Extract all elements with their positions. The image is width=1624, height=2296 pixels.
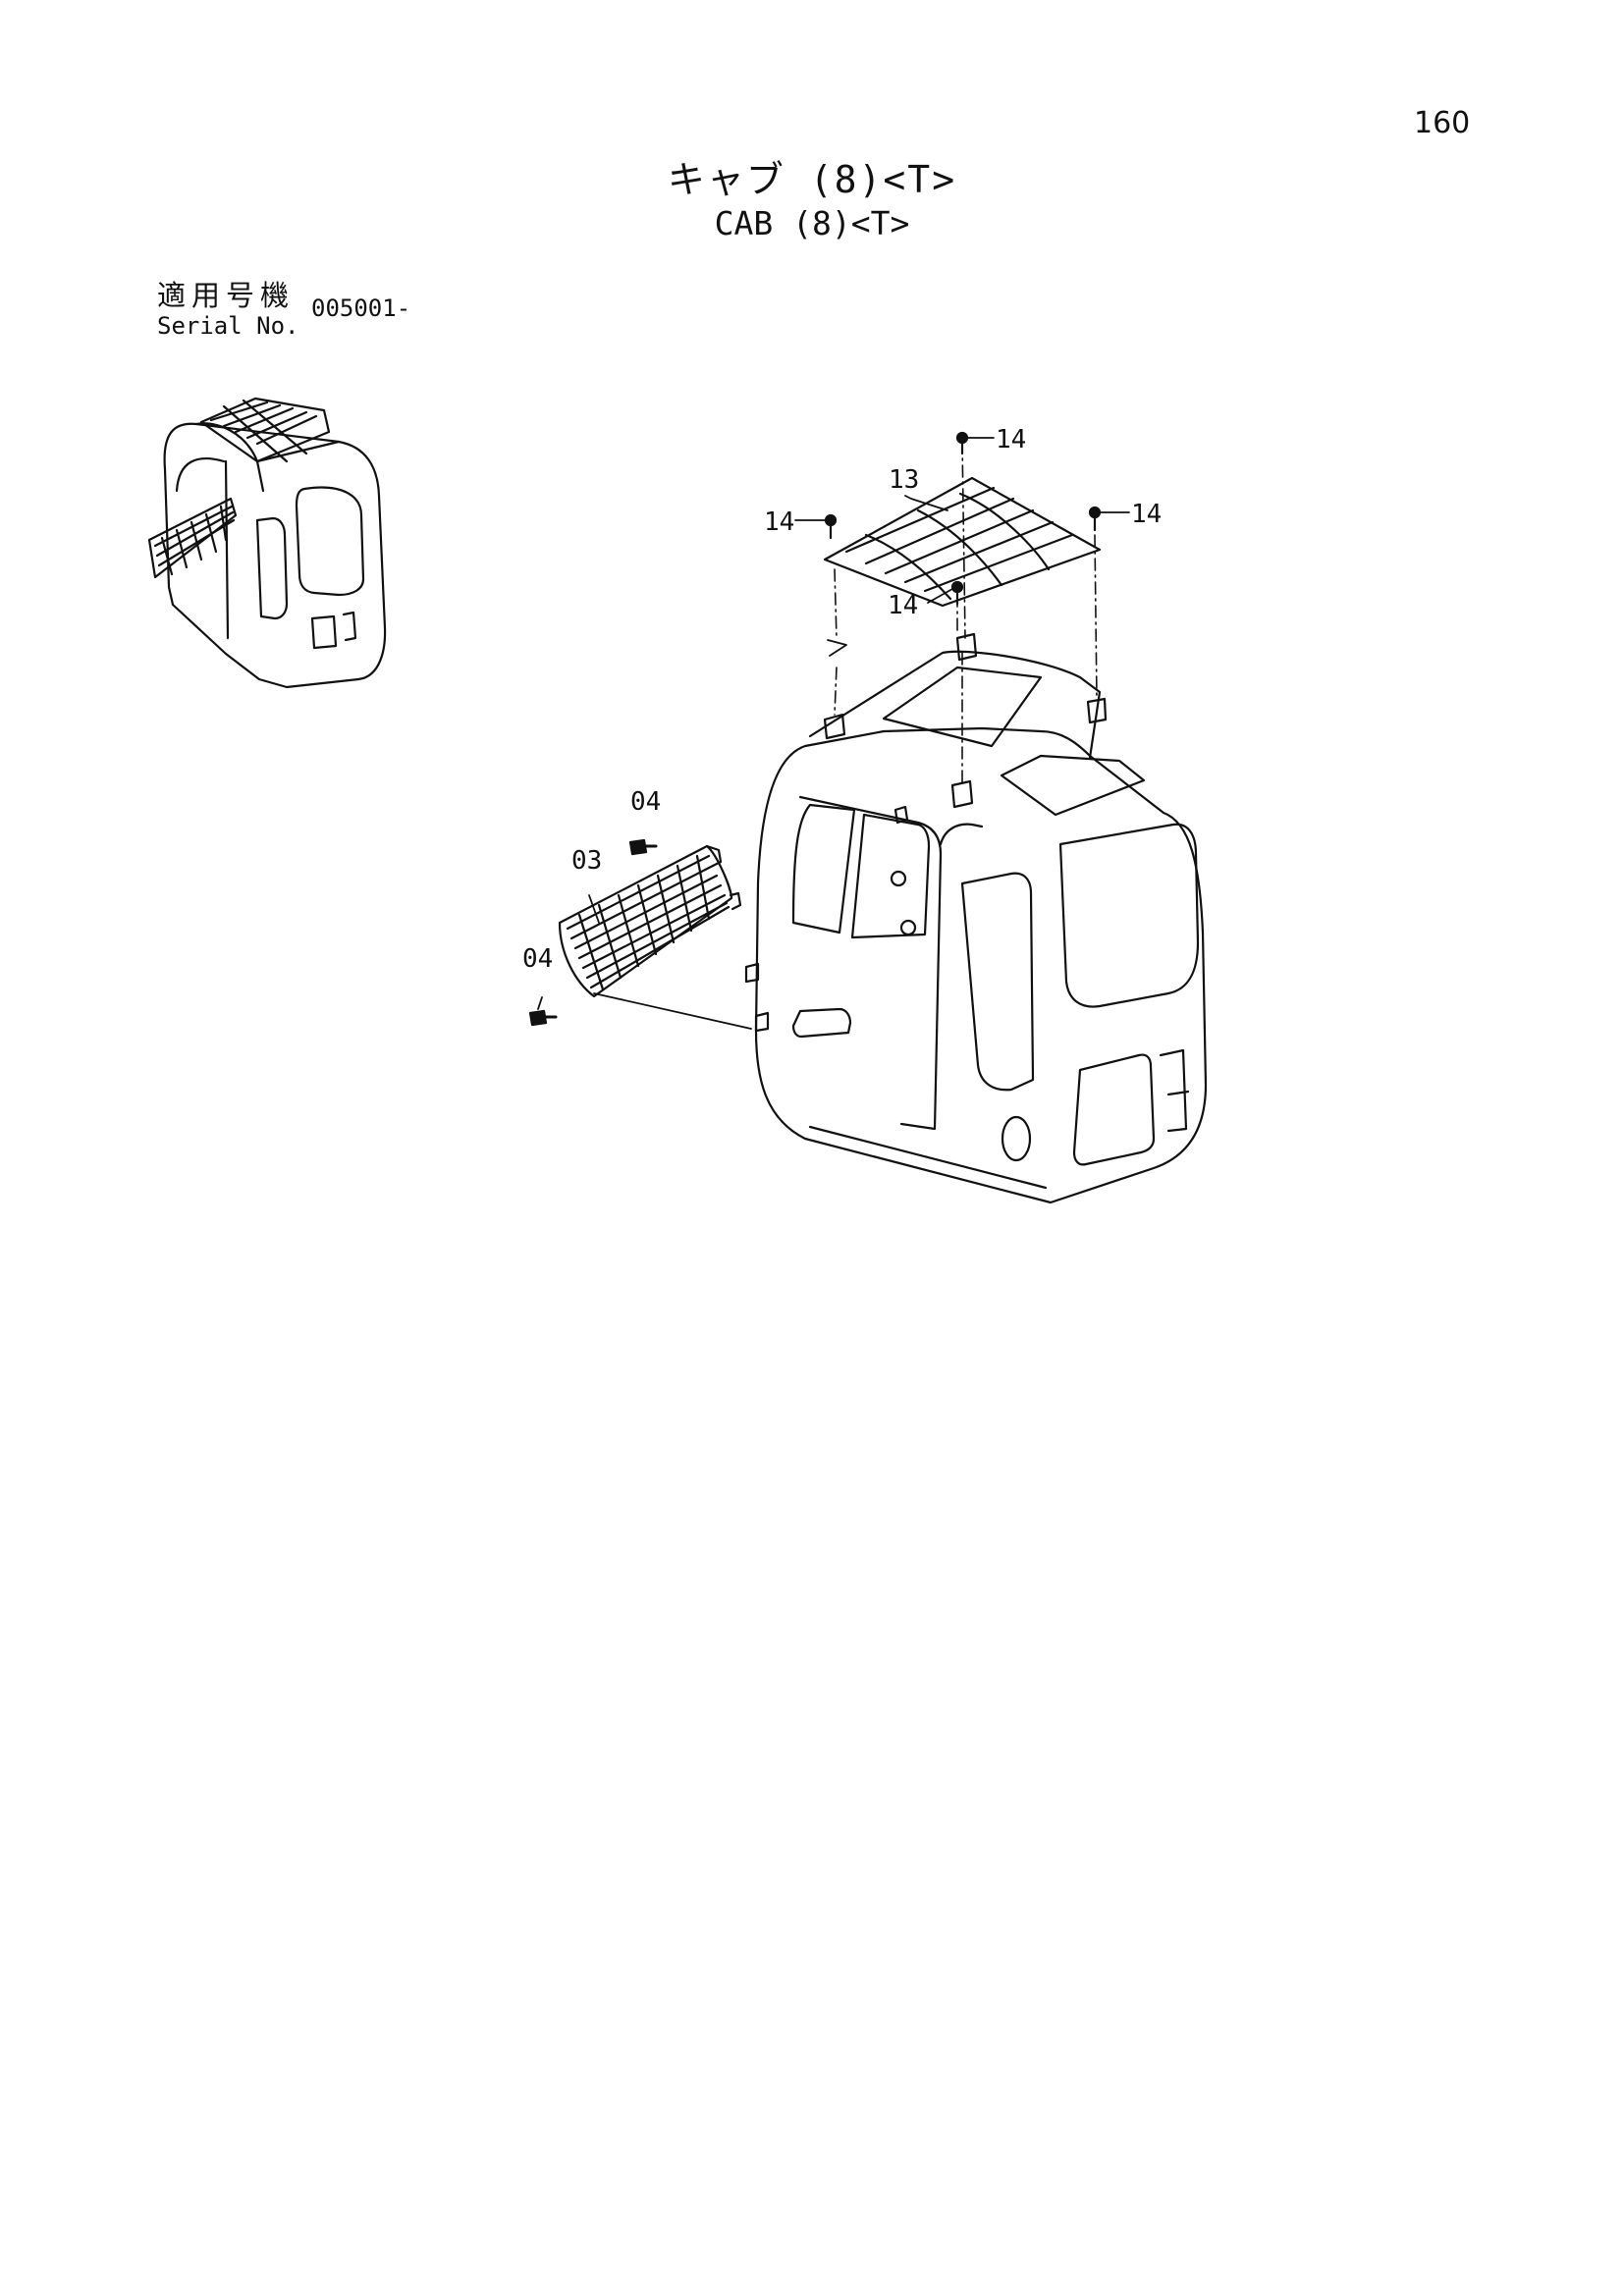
cab-body <box>744 650 1208 1204</box>
page-number: 160 <box>1414 106 1471 140</box>
callout-labels: 14 13 14 14 14 04 03 04 <box>522 425 1162 974</box>
callout-04-top: 04 <box>630 787 661 817</box>
callout-leaders <box>537 437 1130 1030</box>
callout-04-bottom: 04 <box>522 944 553 974</box>
serial-number-value: 005001- <box>311 294 411 322</box>
page-title-en: CAB (8)<T> <box>714 204 910 242</box>
side-bolts-04 <box>528 838 658 1027</box>
page-title-jp: キャブ (8)<T> <box>667 158 957 201</box>
break-mark <box>827 639 847 657</box>
callout-14-top: 14 <box>996 425 1026 454</box>
side-guard-03 <box>558 844 742 998</box>
callout-03: 03 <box>571 846 602 876</box>
roof-bolts-14 <box>824 431 1102 606</box>
callout-13: 13 <box>889 465 919 495</box>
roof-mount-blocks <box>823 632 1108 809</box>
callout-14-left: 14 <box>764 507 794 537</box>
serial-label-jp: 適用号機 <box>157 279 296 312</box>
roof-guard-13 <box>823 476 1102 608</box>
callout-14-center: 14 <box>888 591 918 620</box>
thumbnail-cab-illustration <box>147 397 387 689</box>
callout-14-right: 14 <box>1131 500 1162 529</box>
serial-label-en: Serial No. <box>157 312 299 340</box>
